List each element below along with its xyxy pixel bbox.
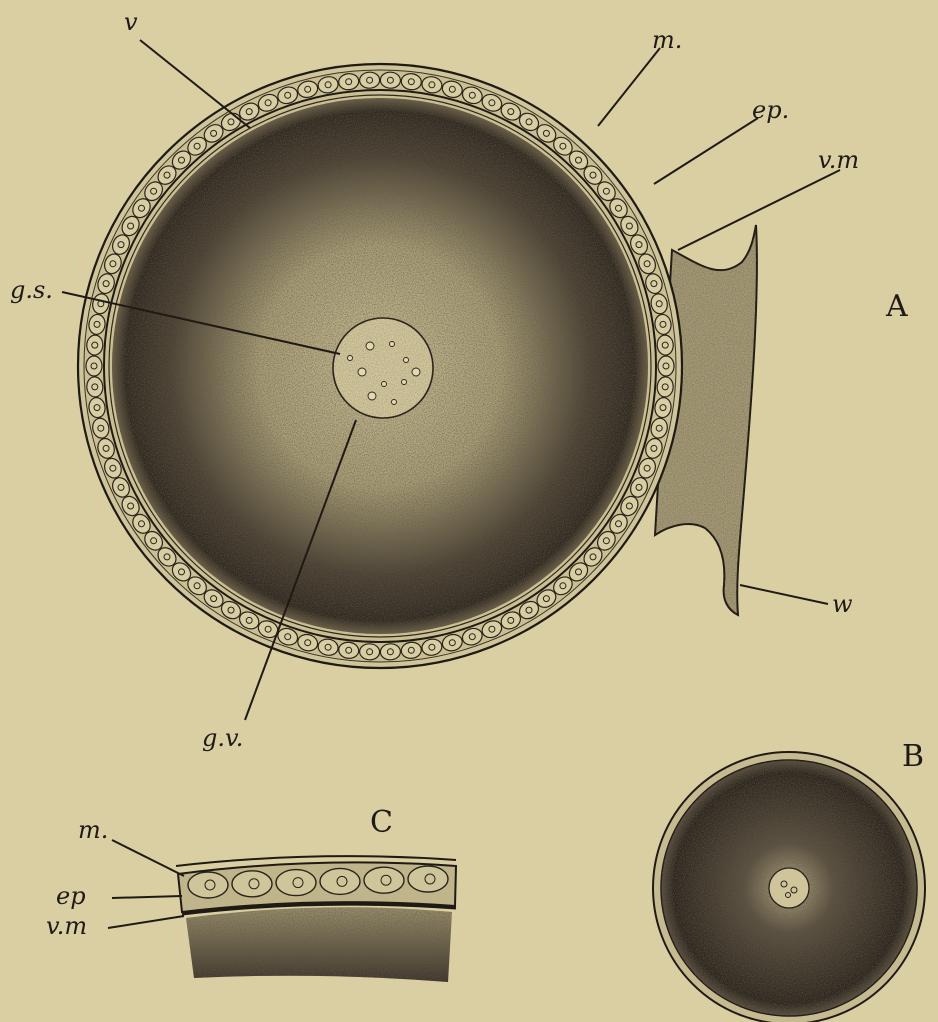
section-cell (232, 871, 272, 897)
germinal-spot (404, 358, 409, 363)
germinal-spot (358, 368, 366, 376)
section-cell (188, 872, 228, 898)
label-c-ep: ep (56, 884, 86, 908)
figure-letter-c: C (370, 808, 393, 838)
leader-lines-c (108, 840, 184, 928)
label-v: v (124, 10, 138, 34)
label-c-m: m. (78, 818, 108, 842)
epithelial-cell (658, 356, 674, 376)
section-cell (276, 870, 316, 896)
label-gs: g.s. (10, 278, 53, 302)
germinal-spot (368, 392, 376, 400)
section-cell (320, 868, 360, 894)
germinal-spot (392, 400, 397, 405)
germinal-spot (348, 356, 353, 361)
label-gv: g.v. (202, 726, 243, 750)
germinal-spot (390, 342, 395, 347)
figure-letter-a: A (886, 292, 908, 322)
label-c-vm: v.m (46, 914, 87, 938)
germinal-spot (382, 382, 387, 387)
section-cell (408, 866, 448, 892)
figure-letter-b: B (902, 742, 924, 772)
epithelial-cell (380, 643, 401, 660)
label-m: m. (652, 28, 682, 52)
figure-a-ovum (78, 64, 757, 668)
epithelial-cell (359, 643, 380, 660)
figure-b-vesicle (769, 868, 809, 908)
epithelial-cell (359, 72, 380, 89)
germinal-spot (412, 368, 420, 376)
label-vm: v.m (818, 148, 859, 172)
epithelial-cell (86, 356, 102, 376)
figure-b-ovum (653, 752, 925, 1022)
figure-c-section (176, 856, 456, 982)
germinal-spot (402, 380, 407, 385)
label-ep: ep. (752, 98, 789, 122)
germinal-spot (366, 342, 374, 350)
section-cell (364, 867, 404, 893)
epithelial-cell (380, 72, 401, 89)
label-w: w (832, 592, 853, 616)
